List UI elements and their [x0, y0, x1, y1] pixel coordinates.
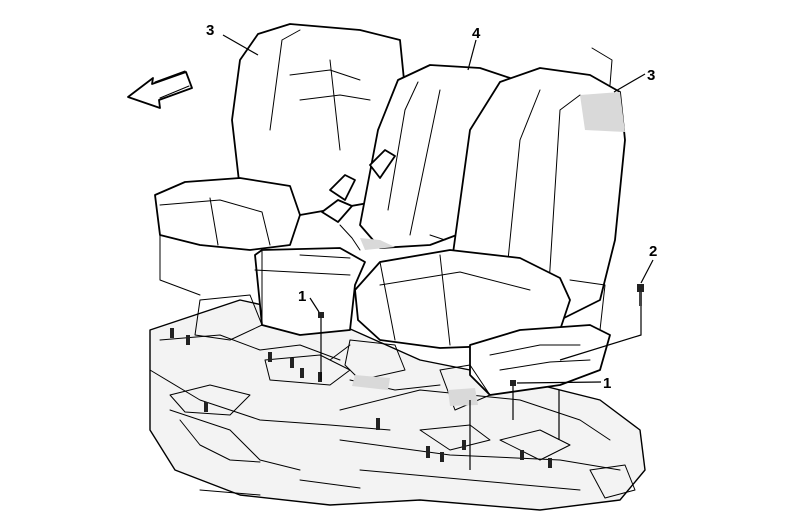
callout-bolt: 2 [649, 243, 657, 260]
seat-belt-buckles [321, 149, 446, 251]
floor-studs [170, 328, 552, 468]
right-nut [510, 380, 516, 386]
callout-right-nut: 1 [603, 375, 611, 392]
leader-lines [222, 34, 654, 470]
right-seat [354, 47, 626, 396]
center-nut [318, 312, 324, 318]
forward-direction-arrow [127, 70, 193, 109]
callout-center-nut: 1 [298, 288, 306, 305]
center-console [254, 247, 366, 336]
callout-left-seatback: 3 [206, 22, 214, 39]
callout-center-seatback: 4 [472, 25, 481, 42]
bolt [637, 284, 644, 306]
callout-right-seatback: 3 [647, 67, 655, 84]
left-seat [154, 23, 406, 296]
